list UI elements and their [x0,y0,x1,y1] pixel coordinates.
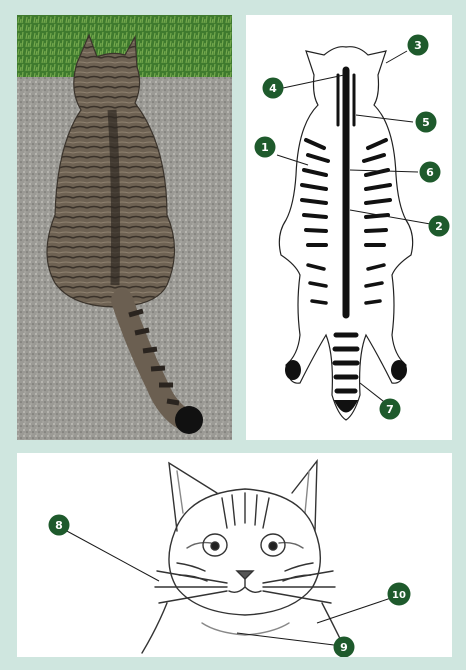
tabby-face-sketch: 8 10 9 [17,453,452,657]
svg-text:5: 5 [422,116,430,129]
tabby-body-diagram: 3 4 5 1 6 2 7 [246,15,452,440]
callout-2: 2 [429,216,450,237]
svg-text:2: 2 [435,220,443,233]
tabby-cat-photo [17,15,232,440]
svg-text:3: 3 [414,39,422,52]
cat-photo-panel [17,15,232,440]
callout-6: 6 [420,162,441,183]
face-leader-lines [65,530,391,645]
svg-text:7: 7 [386,403,394,416]
right-paw-pad [391,360,407,380]
cat-head-sketch [142,461,347,653]
callout-10: 10 [388,583,411,606]
svg-text:8: 8 [55,519,63,532]
body-diagram-panel: 3 4 5 1 6 2 7 [246,15,452,440]
svg-text:9: 9 [340,641,348,654]
callout-7: 7 [380,399,401,420]
callout-4: 4 [263,78,284,99]
left-paw-pad [285,360,301,380]
callout-9: 9 [334,637,355,658]
svg-text:10: 10 [392,590,406,601]
svg-text:6: 6 [426,166,434,179]
svg-text:1: 1 [261,141,269,154]
callout-3: 3 [408,35,429,56]
callout-5: 5 [416,112,437,133]
face-diagram-panel: 8 10 9 [17,453,452,657]
callout-8: 8 [49,515,70,536]
svg-text:4: 4 [269,82,277,95]
callout-1: 1 [255,137,276,158]
